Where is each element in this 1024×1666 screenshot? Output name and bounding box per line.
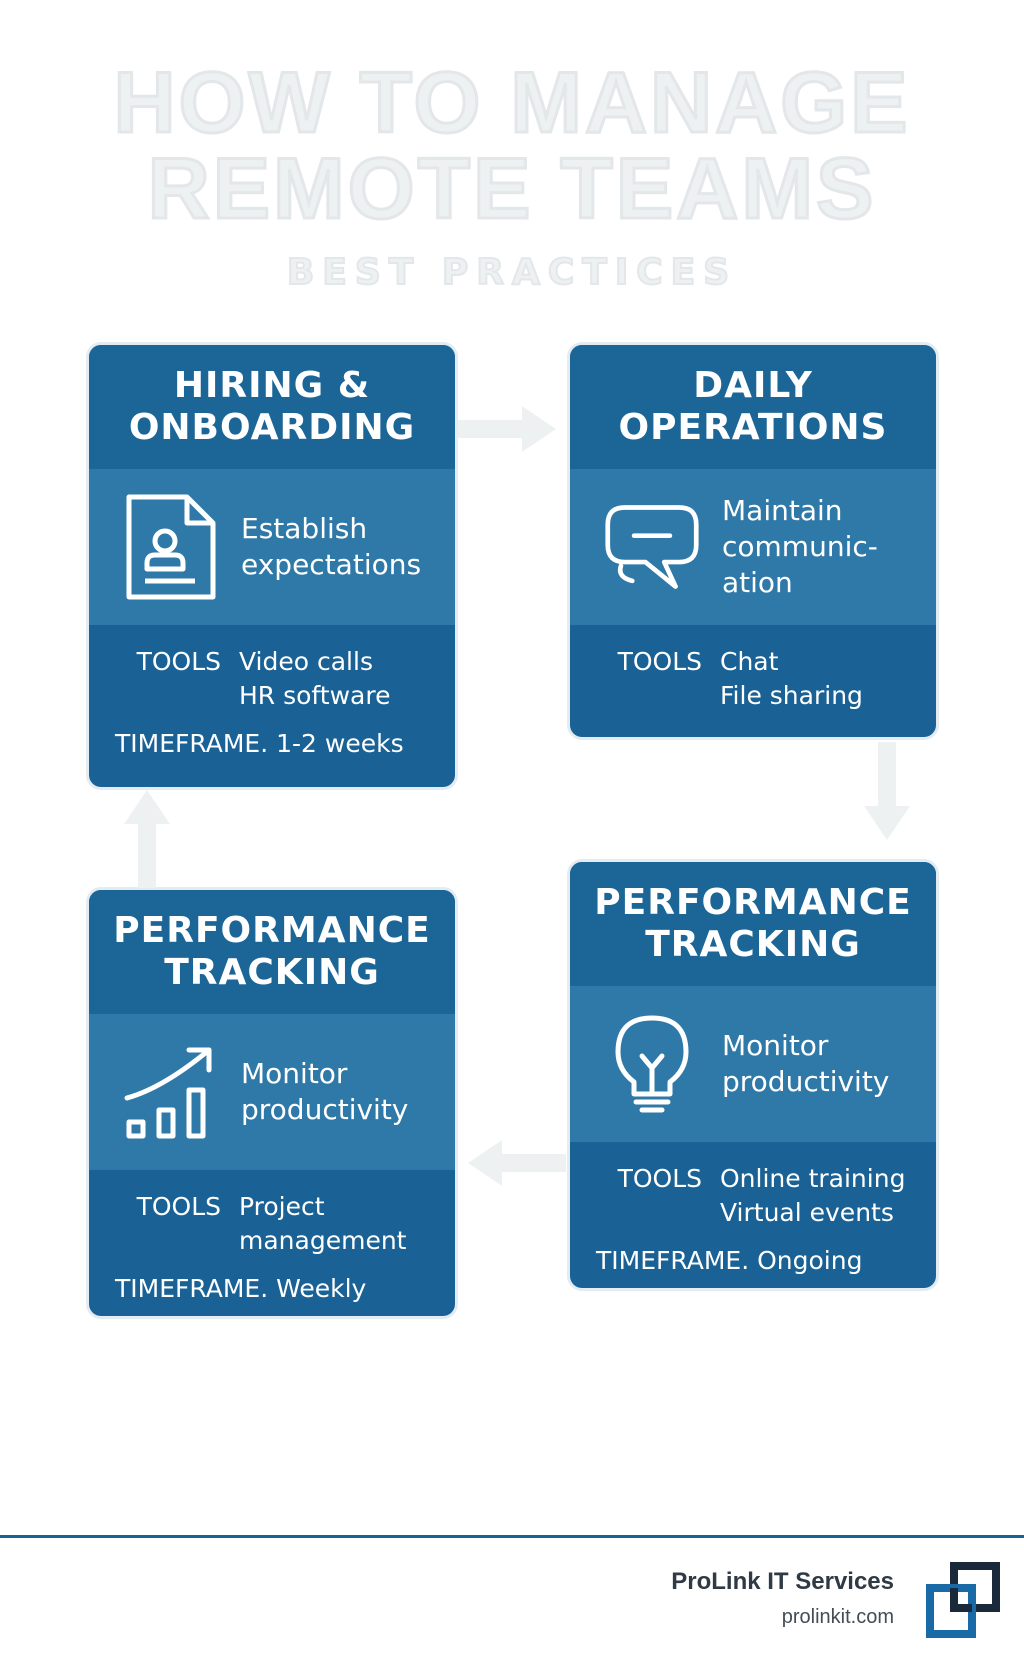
card-title: PERFORMANCE TRACKING bbox=[89, 890, 455, 1014]
tool-item: File sharing bbox=[720, 681, 863, 710]
card-footer: TOOLS Video calls HR software TIMEFRAME.… bbox=[89, 625, 455, 761]
lightbulb-icon bbox=[604, 1009, 700, 1119]
tools-label: TOOLS bbox=[617, 647, 702, 676]
header: HOW TO MANAGE REMOTE TEAMS BEST PRACTICE… bbox=[0, 55, 1024, 295]
card-body: Establish expectations bbox=[89, 469, 455, 625]
document-person-icon bbox=[123, 492, 219, 602]
tool-item: Chat bbox=[720, 647, 779, 676]
card-title: DAILY OPERATIONS bbox=[570, 345, 936, 469]
tool-item: Project bbox=[239, 1192, 325, 1221]
title-line-1: HOW TO MANAGE bbox=[112, 55, 911, 151]
card-title: PERFORMANCE TRACKING bbox=[570, 862, 936, 986]
company-info: ProLink IT Services prolinkit.com bbox=[671, 1568, 894, 1629]
card-daily-operations: DAILY OPERATIONS Maintain communic- atio… bbox=[570, 345, 936, 737]
card-footer: TOOLS Online training Virtual events TIM… bbox=[570, 1142, 936, 1278]
arrow-up bbox=[124, 790, 170, 888]
tool-item: HR software bbox=[239, 681, 391, 710]
tools-label: TOOLS bbox=[136, 1192, 221, 1221]
card-body: Maintain communic- ation bbox=[570, 469, 936, 625]
card-performance-tracking-left: PERFORMANCE TRACKING Monitor productivit… bbox=[89, 890, 455, 1316]
tools-label: TOOLS bbox=[617, 1164, 702, 1193]
card-footer: TOOLS Project management TIMEFRAME. Week… bbox=[89, 1170, 455, 1306]
card-performance-tracking-right: PERFORMANCE TRACKING Monitor productivit… bbox=[570, 862, 936, 1288]
footer-divider bbox=[0, 1535, 1024, 1538]
title-line-2: REMOTE TEAMS bbox=[146, 141, 877, 237]
company-name: ProLink IT Services bbox=[671, 1568, 894, 1595]
arrow-down bbox=[864, 742, 910, 840]
subtitle: BEST PRACTICES bbox=[286, 251, 738, 294]
tools-label: TOOLS bbox=[136, 647, 221, 676]
card-description: Maintain communic- ation bbox=[722, 494, 878, 599]
card-description: Establish expectations bbox=[241, 512, 422, 581]
card-title: HIRING & ONBOARDING bbox=[89, 345, 455, 469]
timeframe: TIMEFRAME. Weekly bbox=[115, 1274, 367, 1303]
tool-item: Online training bbox=[720, 1164, 906, 1193]
card-hiring-onboarding: HIRING & ONBOARDING Establish expectatio… bbox=[89, 345, 455, 787]
timeframe: TIMEFRAME. Ongoing bbox=[596, 1246, 863, 1275]
card-description: Monitor productivity bbox=[722, 1029, 890, 1098]
chat-bubble-icon bbox=[604, 492, 700, 602]
card-body: Monitor productivity bbox=[89, 1014, 455, 1170]
card-footer: TOOLS Chat File sharing bbox=[570, 625, 936, 713]
card-body: Monitor productivity bbox=[570, 986, 936, 1142]
arrow-right bbox=[458, 406, 556, 452]
tool-item: management bbox=[239, 1226, 407, 1255]
card-description: Monitor productivity bbox=[241, 1057, 409, 1126]
company-url: prolinkit.com bbox=[781, 1606, 894, 1628]
prolink-logo-icon bbox=[926, 1562, 1000, 1638]
growth-chart-icon bbox=[123, 1037, 219, 1147]
tool-item: Virtual events bbox=[720, 1198, 894, 1227]
timeframe: TIMEFRAME. 1-2 weeks bbox=[115, 729, 404, 758]
arrow-left bbox=[468, 1140, 566, 1186]
tool-item: Video calls bbox=[239, 647, 373, 676]
